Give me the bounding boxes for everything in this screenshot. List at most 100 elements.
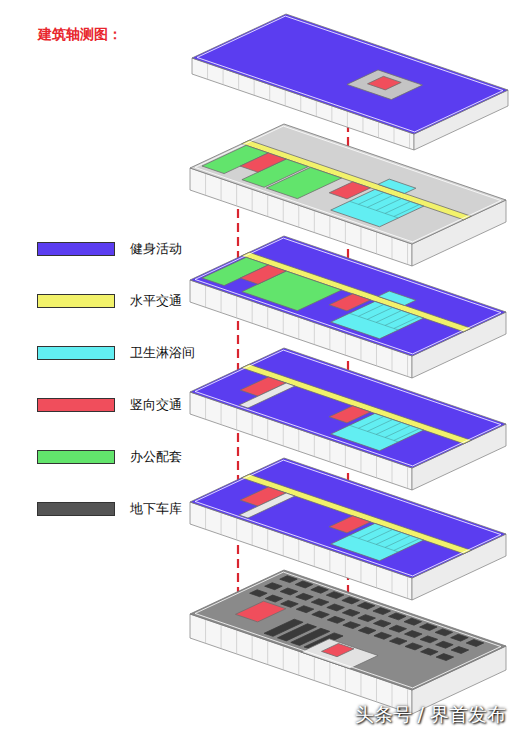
wall-rim (195, 460, 501, 576)
wall-panel (283, 646, 284, 670)
parking-stall (374, 632, 392, 639)
wall-panel (329, 550, 330, 572)
parking-stall (358, 615, 376, 622)
wall-rim (195, 126, 501, 242)
floor-region (240, 153, 286, 172)
wall-panel (329, 440, 330, 462)
stall-partition (367, 307, 392, 319)
legend-swatch (37, 502, 115, 516)
wall-panel (314, 545, 315, 567)
floor-region (266, 167, 341, 198)
stall-partition (394, 429, 419, 441)
floor-region (347, 70, 422, 100)
wall-panel (252, 301, 253, 323)
wall-panel (407, 576, 408, 598)
floor-region (331, 189, 424, 226)
stall-partition (376, 423, 401, 435)
floor-slab (190, 570, 506, 714)
wall-panel (376, 456, 377, 478)
wall-panel (236, 518, 237, 540)
wall-panel (267, 307, 268, 329)
wall-panel (221, 403, 222, 425)
parking-stall (342, 609, 360, 616)
wall-panel (298, 205, 299, 227)
wall-panel (267, 641, 268, 665)
legend-text: 办公配套 (130, 448, 182, 466)
parking-stall (389, 613, 407, 620)
wall-panel (362, 117, 363, 133)
parking-stall (390, 638, 408, 645)
stall-partition (376, 533, 401, 545)
floor-region (235, 601, 285, 622)
wall-panel (316, 101, 317, 117)
floor-slab (190, 458, 506, 600)
parking-stall (250, 590, 268, 597)
floor-region (368, 76, 402, 90)
wall-panel (314, 323, 315, 345)
legend-text: 地下车库 (130, 500, 182, 518)
wall-panel (223, 69, 224, 85)
floor-region (322, 643, 354, 656)
wall-panel (236, 184, 237, 206)
wall-panel (345, 333, 346, 355)
wall-panel (360, 227, 361, 249)
wall-panel (283, 312, 284, 334)
parking-stall (342, 597, 360, 604)
wall-panel (407, 354, 408, 376)
parking-stall (451, 634, 469, 641)
parking-stall (436, 641, 454, 648)
wall-panel (269, 85, 270, 101)
stall-partition (385, 202, 410, 214)
wall-panel (376, 344, 377, 366)
stall-partition (367, 529, 392, 541)
legend-swatch (37, 294, 115, 308)
wall-panel (345, 221, 346, 243)
wall-panel (298, 651, 299, 675)
wall-panel (238, 74, 239, 90)
floor-top (190, 348, 506, 468)
wall-panel (360, 451, 361, 473)
parking-stall (295, 581, 313, 588)
wall-panel (236, 408, 237, 430)
wall-panel (221, 179, 222, 201)
parking-stall (265, 583, 283, 590)
wall-panel (376, 232, 377, 254)
parking-stall (296, 593, 314, 600)
wall-panel (267, 529, 268, 551)
wall-panel (267, 419, 268, 441)
stall-partition (394, 539, 419, 551)
legend-text: 健身活动 (130, 240, 182, 258)
floor-region (331, 301, 424, 338)
wall-panel (207, 63, 208, 79)
wall-panel (314, 435, 315, 457)
stall-partition (358, 192, 383, 204)
floor-slab (190, 124, 506, 266)
parking-stall (451, 647, 469, 654)
wall-panel (392, 461, 393, 483)
wall-panel (314, 211, 315, 233)
stall-partition (367, 419, 392, 431)
wall-panel (236, 630, 237, 654)
wall-panel (205, 619, 206, 643)
parking-stall (296, 606, 314, 613)
wall-panel (331, 106, 332, 122)
wall-panel (360, 339, 361, 361)
parking-stall (420, 624, 438, 631)
stall-partition (350, 535, 399, 552)
parking-stall (436, 654, 454, 661)
wall-rim (195, 238, 501, 354)
floor-region (378, 291, 416, 305)
parking-stall (466, 640, 484, 647)
wall-panel (360, 561, 361, 583)
wall-panel (221, 625, 222, 649)
parking-stall (327, 604, 345, 611)
watermark: 头条号 / 界首发布 (355, 702, 506, 728)
wall-panel (329, 328, 330, 350)
wall-rim (195, 572, 501, 688)
wall-panel (314, 657, 315, 681)
parking-stall (405, 643, 423, 650)
parking-stall (435, 629, 453, 636)
stall-partition (385, 314, 410, 326)
wall-panel (298, 539, 299, 561)
